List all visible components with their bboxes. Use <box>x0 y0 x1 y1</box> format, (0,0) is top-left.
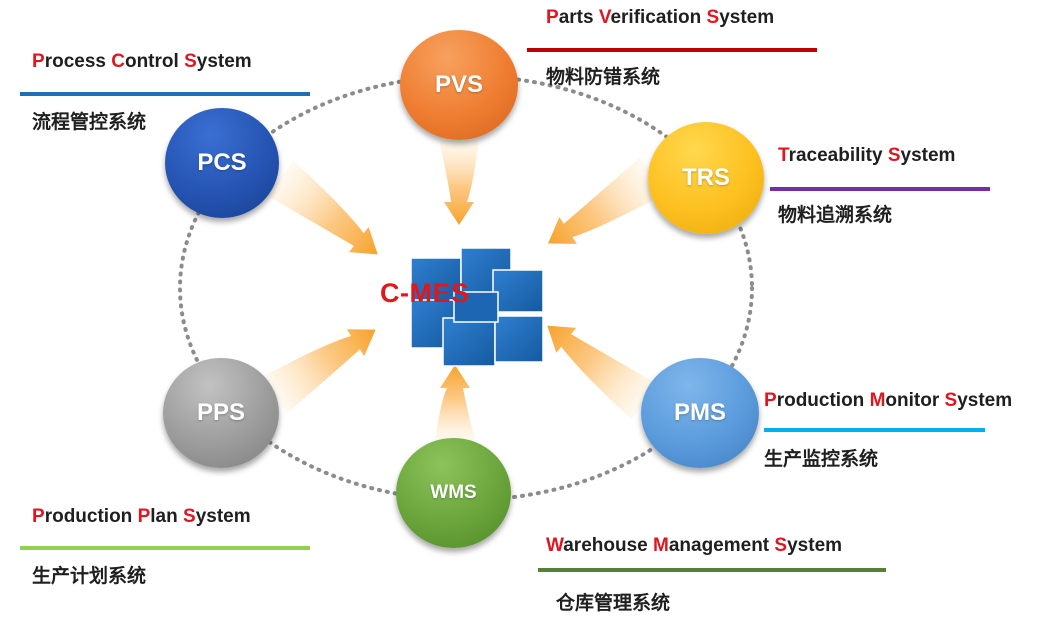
wms-en-5: S <box>774 535 788 556</box>
arrow-from-pvs <box>439 140 479 225</box>
node-pvs-label: PVS <box>434 71 484 98</box>
pps-en-5: S <box>183 506 196 527</box>
pps-en-6: ystem <box>195 506 251 527</box>
pvs-en-6: ystem <box>719 7 775 28</box>
pcs-underline <box>20 92 310 96</box>
pms-en-4: onitor <box>885 390 945 411</box>
pps-en-2: roduction <box>44 506 138 527</box>
arrow-from-pms <box>547 325 659 420</box>
wms-en-1: W <box>546 535 564 556</box>
node-pps-label: PPS <box>196 399 246 426</box>
arrow-from-pcs <box>266 160 378 255</box>
pvs-en-1: P <box>546 7 559 28</box>
pms-en-5: S <box>944 390 958 411</box>
node-pvs: PVS <box>400 30 518 140</box>
wms-chinese-label: 仓库管理系统 <box>556 592 671 614</box>
pps-en-4: lan <box>150 506 183 527</box>
arrow-from-trs <box>548 157 664 244</box>
node-trs: TRS <box>648 122 764 234</box>
pps-en-1: P <box>32 506 45 527</box>
center-title: C-MES <box>380 278 470 308</box>
pvs-en-3: V <box>598 7 611 28</box>
pms-en-1: P <box>764 390 777 411</box>
pvs-en-2: arts <box>558 7 599 28</box>
pcs-en-6: ystem <box>196 51 252 72</box>
arrow-from-wms <box>435 365 475 440</box>
wms-english-label: Warehouse Management System <box>546 535 842 557</box>
pcs-chinese-label: 流程管控系统 <box>32 111 147 133</box>
pcs-en-3: C <box>111 51 125 72</box>
pcs-english-label: Process Control System <box>32 51 252 73</box>
trs-chinese-label: 物料追溯系统 <box>778 204 893 226</box>
pps-chinese-label: 生产计划系统 <box>32 565 147 587</box>
pcs-en-5: S <box>184 51 197 72</box>
node-pps: PPS <box>163 358 279 468</box>
trs-en-2: raceability <box>788 145 888 166</box>
pms-underline <box>764 428 985 432</box>
pcs-en-2: rocess <box>44 51 112 72</box>
mes-logo-icon <box>410 247 544 367</box>
node-trs-label: TRS <box>682 164 730 191</box>
pcs-en-1: P <box>32 51 45 72</box>
trs-en-4: ystem <box>900 145 956 166</box>
trs-en-1: T <box>778 145 789 166</box>
node-pcs: PCS <box>165 108 279 218</box>
node-pms-label: PMS <box>673 399 726 426</box>
pvs-underline <box>527 48 817 52</box>
pps-en-3: P <box>137 506 151 527</box>
pms-english-label: Production Monitor System <box>764 390 1012 412</box>
node-wms-label: WMS <box>430 482 477 503</box>
arrow-from-pps <box>263 329 376 414</box>
pms-chinese-label: 生产监控系统 <box>764 448 879 470</box>
pvs-english-label: Parts Verification System <box>546 7 774 29</box>
pms-en-6: ystem <box>957 390 1013 411</box>
trs-en-3: S <box>887 145 901 166</box>
pms-en-2: roduction <box>776 390 870 411</box>
node-wms: WMS <box>396 438 511 548</box>
pps-english-label: Production Plan System <box>32 506 251 528</box>
wms-en-6: ystem <box>787 535 843 556</box>
pps-underline <box>20 546 310 550</box>
pcs-en-4: ontrol <box>124 51 185 72</box>
pms-en-3: M <box>869 390 886 411</box>
trs-english-label: Traceability System <box>778 145 955 167</box>
pvs-chinese-label: 物料防错系统 <box>546 66 661 88</box>
node-pms: PMS <box>641 358 759 468</box>
wms-en-4: anagement <box>668 535 775 556</box>
wms-en-3: M <box>653 535 669 556</box>
wms-en-2: arehouse <box>563 535 653 556</box>
node-pcs-label: PCS <box>197 149 247 176</box>
pvs-en-4: erification <box>610 7 707 28</box>
pvs-en-5: S <box>706 7 720 28</box>
wms-underline <box>538 568 886 572</box>
trs-underline <box>770 187 990 191</box>
